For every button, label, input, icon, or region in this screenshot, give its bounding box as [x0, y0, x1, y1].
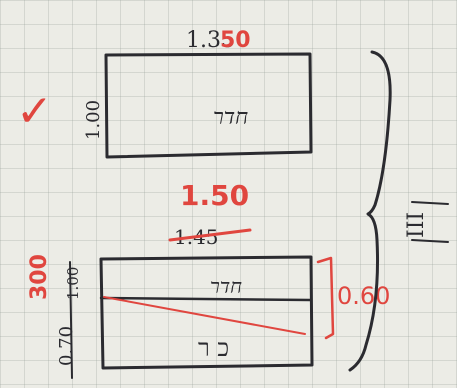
strike-through-old-width — [168, 228, 252, 242]
check-mark: ✓ — [16, 86, 53, 137]
group-label-top-bar — [411, 201, 449, 205]
bottom-upper-label: חדר — [210, 274, 242, 298]
bottom-divider-line — [99, 296, 312, 302]
red-diagonal-line — [103, 296, 306, 335]
left-bottom-label: 0.70 — [56, 326, 77, 366]
right-dimension-bracket — [316, 256, 335, 340]
left-dimension-line — [69, 261, 73, 379]
left-label-old: 1.00 — [64, 267, 82, 300]
curly-brace — [348, 50, 392, 372]
bottom-width-label-new: 1.50 — [180, 179, 249, 212]
bottom-lower-label: כ ר — [198, 334, 229, 362]
bottom-rectangle-group: 1.50 1.45 חדר כ ר 1.00 300 0.70 0.60 — [27, 179, 390, 379]
right-dimension-label: 0.60 — [337, 282, 390, 310]
bottom-rectangle — [99, 255, 314, 370]
top-height-label: 1.00 — [83, 100, 104, 140]
top-width-label: 1.35 — [186, 28, 235, 53]
top-rectangle-group: 1.35 50 1.00 חדר ✓ — [16, 28, 313, 159]
top-rectangle — [104, 52, 313, 159]
top-room-label: חדר — [213, 105, 248, 130]
group-label: III — [404, 212, 429, 238]
top-width-correction: 50 — [220, 28, 251, 53]
group-label-bottom-bar — [411, 239, 449, 243]
left-label-new: 300 — [27, 254, 52, 300]
